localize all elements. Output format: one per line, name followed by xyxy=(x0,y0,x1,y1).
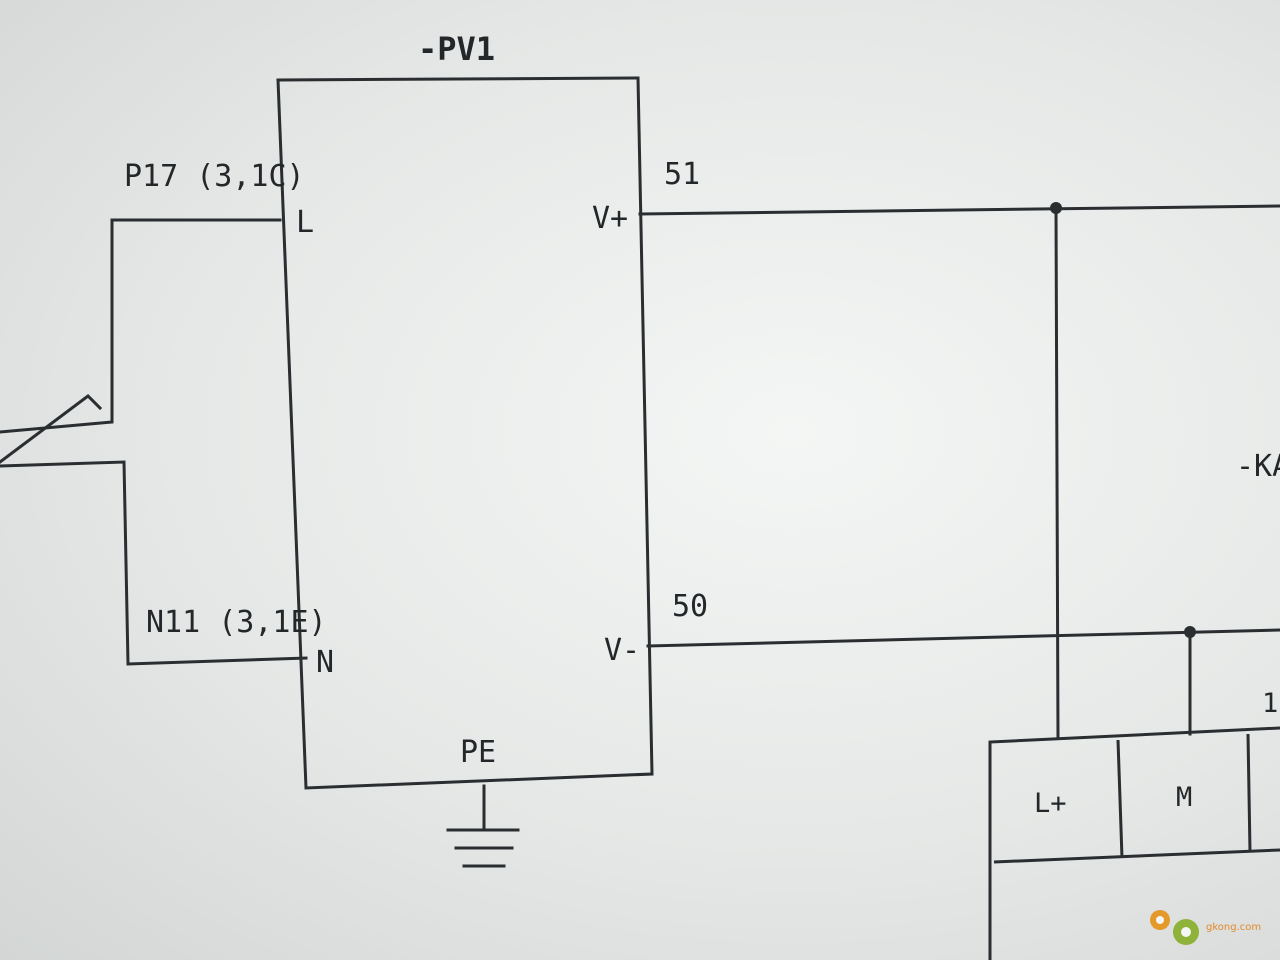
module-m-label: M xyxy=(1176,782,1192,813)
wire-label-bottom-left: N11 (3,1E) xyxy=(146,605,327,640)
module-divider xyxy=(993,848,1280,864)
device-right-id-label: -KA xyxy=(1236,449,1280,484)
wire-to-l-plus xyxy=(1054,206,1060,740)
terminal-n-label: N xyxy=(316,645,334,680)
terminal-v-plus-label: V+ xyxy=(592,201,628,236)
watermark-site: gkong.com xyxy=(1206,922,1261,933)
wire-label-top-right: 51 xyxy=(664,157,700,192)
wire-v-minus xyxy=(646,628,1280,648)
wire-l-input xyxy=(0,218,282,434)
cut-label: 1( xyxy=(1262,688,1280,719)
wire-label-top-left: P17 (3,1C) xyxy=(124,159,305,194)
device-id-label: -PV1 xyxy=(418,30,495,68)
power-supply-box xyxy=(276,76,654,790)
terminal-l-label: L xyxy=(296,205,314,240)
module-cell-divider-1 xyxy=(1116,739,1124,859)
module-cell-divider-2 xyxy=(1246,733,1252,853)
terminal-v-minus-label: V- xyxy=(604,633,640,668)
module-l-plus-label: L+ xyxy=(1034,788,1067,819)
break-marker xyxy=(0,394,103,464)
terminal-pe-label: PE xyxy=(460,735,496,770)
gkong-watermark: gkong.com xyxy=(1150,910,1261,945)
module-outline xyxy=(988,726,1280,960)
wire-label-bottom-right: 50 xyxy=(672,589,708,624)
wire-v-plus xyxy=(638,204,1280,216)
wire-n-input xyxy=(0,460,308,666)
